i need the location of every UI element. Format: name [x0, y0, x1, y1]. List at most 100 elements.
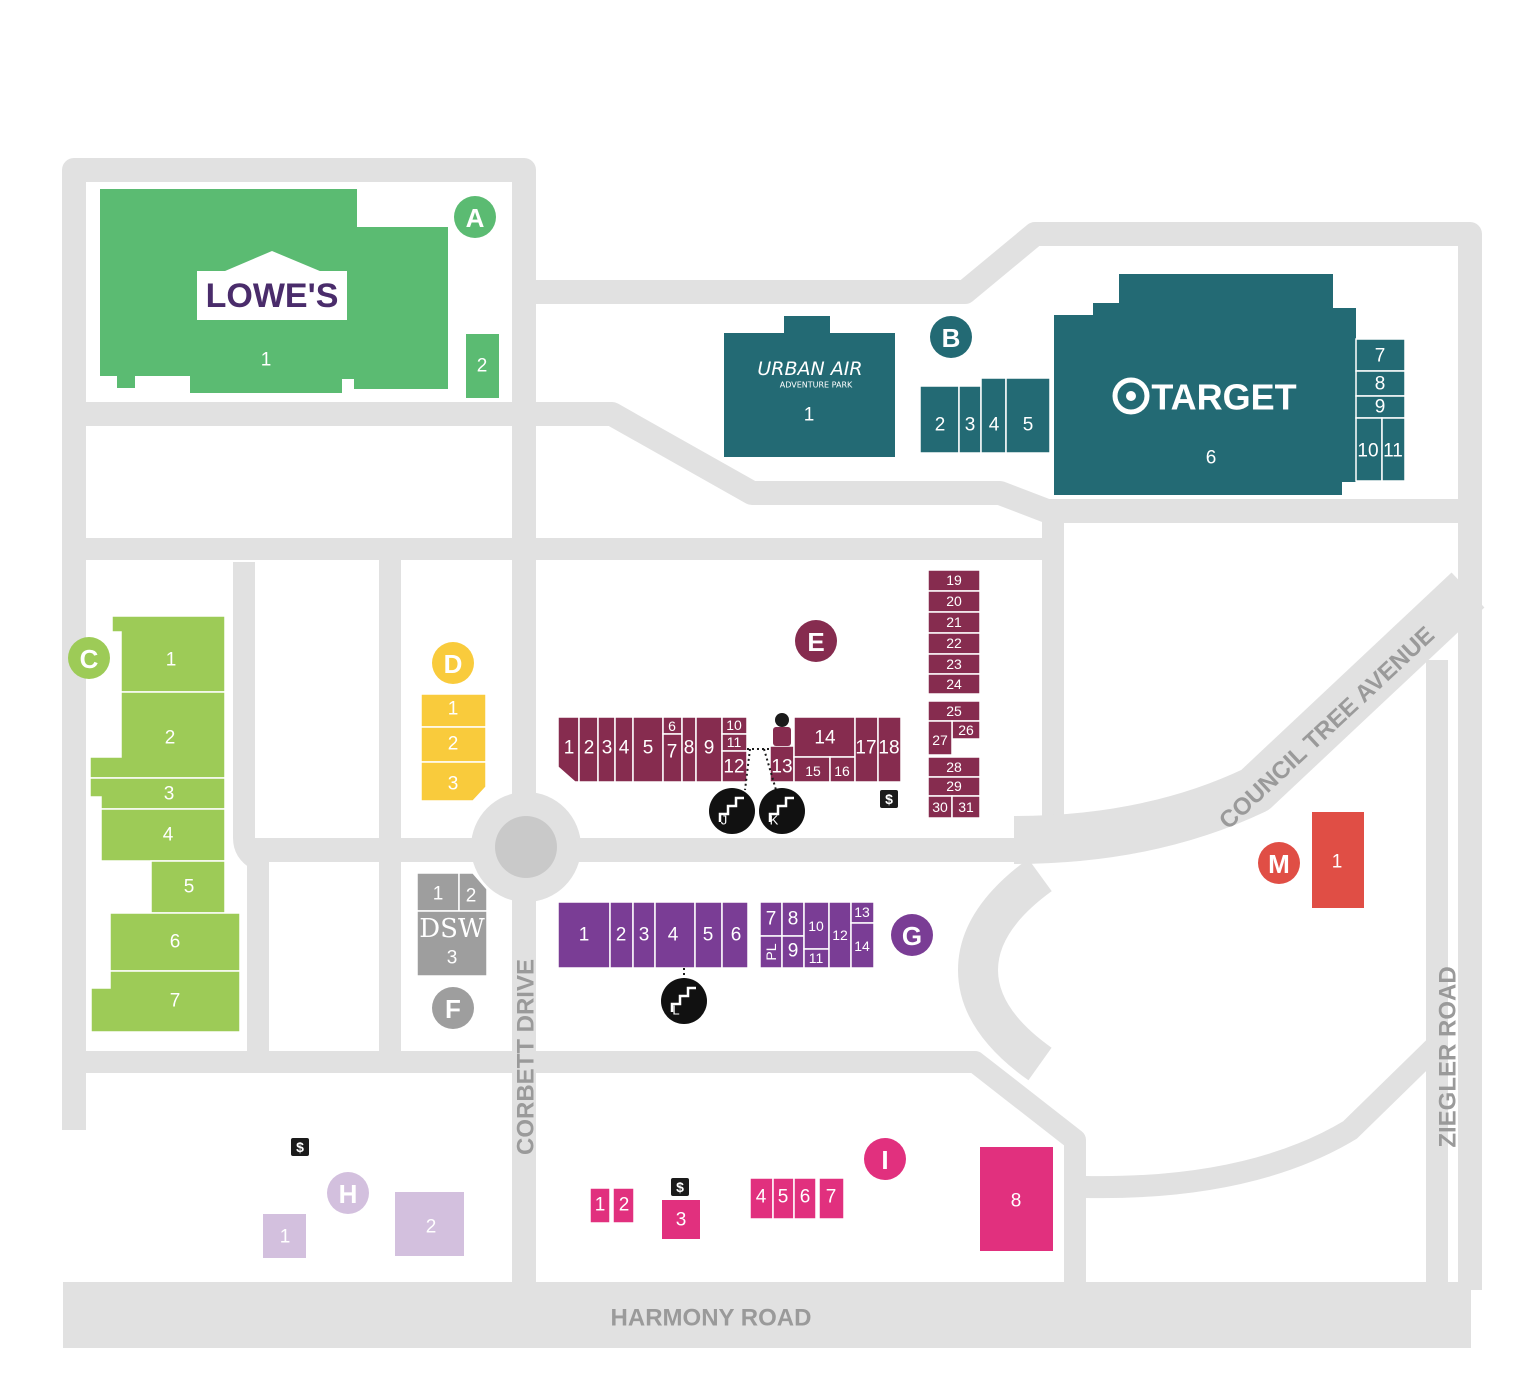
unit-label: 3 [965, 415, 976, 436]
unit-label: 31 [958, 799, 974, 815]
unit-e9[interactable] [695, 716, 723, 783]
zone-letter: F [445, 994, 461, 1024]
zone-badge-i[interactable] [864, 1138, 906, 1180]
unit-i6[interactable] [793, 1177, 817, 1220]
unit-i7[interactable] [818, 1177, 845, 1220]
unit-label: 20 [946, 593, 962, 609]
unit-e18[interactable] [877, 716, 902, 783]
zone-b: URBAN AIR ADVENTURE PARK 1 2 3 4 5 TARGE… [724, 274, 1406, 495]
atm-icons: $ $ $ [291, 790, 898, 1196]
unit-label: 2 [584, 738, 595, 759]
unit-e27[interactable] [927, 720, 953, 756]
zone-badge-h[interactable] [327, 1172, 369, 1214]
unit-label: 4 [163, 825, 174, 846]
unit-e5[interactable] [632, 716, 664, 783]
svg-text:$: $ [676, 1179, 684, 1195]
unit-f2[interactable] [458, 872, 488, 912]
atm-icon[interactable]: $ [880, 790, 898, 808]
road-network [62, 158, 1485, 1348]
unit-label: 9 [788, 941, 799, 962]
svg-text:$: $ [296, 1139, 304, 1155]
unit-b1[interactable] [724, 316, 895, 457]
unit-label: 18 [878, 738, 899, 759]
unit-label: 8 [1375, 374, 1386, 395]
unit-label: 3 [448, 774, 459, 795]
unit-g5[interactable] [694, 901, 723, 969]
stairs-j-icon[interactable]: J [709, 788, 755, 834]
unit-label: 8 [788, 909, 799, 930]
unit-e31[interactable] [951, 795, 981, 819]
zone-badge-g[interactable] [891, 914, 933, 956]
unit-e12[interactable] [721, 750, 748, 783]
unit-e24[interactable] [927, 673, 981, 695]
dsw-logo: DSW [419, 914, 485, 944]
atm-icon[interactable]: $ [671, 1178, 689, 1196]
zone-badge-f[interactable] [432, 987, 474, 1029]
unit-g1[interactable] [557, 901, 611, 969]
zone-m: 1 M [1258, 812, 1364, 908]
unit-i1[interactable] [589, 1187, 611, 1224]
unit-label: 8 [1011, 1191, 1022, 1212]
atm-icon[interactable]: $ [291, 1138, 309, 1156]
unit-b5[interactable] [1005, 377, 1051, 454]
unit-e16[interactable] [829, 756, 856, 783]
unit-b8[interactable] [1355, 370, 1406, 397]
unit-label: 7 [826, 1187, 837, 1208]
unit-label: 5 [1023, 415, 1034, 436]
unit-b2[interactable] [919, 385, 960, 454]
unit-label: 2 [935, 415, 946, 436]
unit-b6[interactable] [1054, 274, 1356, 495]
zone-badge-e[interactable] [795, 620, 837, 662]
stairs-l-icon[interactable]: L [661, 978, 707, 1024]
unit-label: 23 [946, 656, 962, 672]
unit-a2[interactable] [466, 334, 499, 398]
unit-b11[interactable] [1381, 417, 1406, 482]
unit-label: 4 [668, 925, 679, 946]
svg-text:URBAN AIR: URBAN AIR [757, 358, 862, 380]
unit-c2[interactable] [89, 691, 226, 779]
unit-label: 12 [723, 757, 744, 778]
zone-badge-a[interactable] [454, 196, 496, 238]
unit-i8[interactable] [980, 1147, 1053, 1251]
unit-d2[interactable] [420, 726, 487, 763]
zone-g: 1 2 3 4 5 6 7 8 9 10 11 12 13 14 PL G [557, 901, 933, 969]
unit-label: 1 [564, 738, 575, 759]
unit-m1[interactable] [1312, 812, 1364, 908]
zone-letter: D [444, 649, 463, 679]
zone-badge-c[interactable] [68, 637, 110, 679]
unit-d3[interactable] [420, 761, 487, 802]
zone-letter: E [807, 627, 824, 657]
unit-g10[interactable] [803, 901, 830, 950]
unit-g6[interactable] [721, 901, 749, 969]
unit-b4[interactable] [980, 377, 1007, 454]
zone-badge-d[interactable] [432, 642, 474, 684]
unit-h1[interactable] [263, 1214, 306, 1258]
zone-badge-b[interactable] [930, 316, 972, 358]
unit-label: 6 [170, 932, 181, 953]
unit-b10[interactable] [1355, 417, 1383, 482]
unit-label: 2 [616, 925, 627, 946]
unit-h2[interactable] [395, 1192, 464, 1256]
unit-c6[interactable] [109, 912, 241, 972]
unit-g4[interactable] [654, 901, 696, 969]
unit-c7[interactable] [90, 970, 241, 1033]
unit-label: 21 [946, 614, 962, 630]
unit-i3[interactable] [662, 1200, 700, 1239]
unit-i2[interactable] [612, 1187, 635, 1224]
unit-e15[interactable] [793, 756, 831, 783]
unit-label: 1 [261, 350, 272, 371]
unit-f3[interactable] [416, 910, 488, 977]
unit-label: 13 [771, 757, 792, 778]
svg-text:TARGET: TARGET [1151, 377, 1296, 418]
svg-text:K: K [770, 813, 779, 828]
svg-text:$: $ [885, 791, 893, 807]
unit-label: 24 [946, 676, 962, 692]
unit-label: 6 [800, 1187, 811, 1208]
unit-c3[interactable] [89, 777, 226, 810]
zone-badge-m[interactable] [1258, 842, 1300, 884]
unit-g14[interactable] [850, 922, 875, 969]
unit-label: 10 [726, 717, 742, 733]
unit-label: 1 [595, 1195, 606, 1216]
stairs-k-icon[interactable]: K [759, 788, 805, 834]
unit-e1[interactable] [557, 716, 580, 783]
